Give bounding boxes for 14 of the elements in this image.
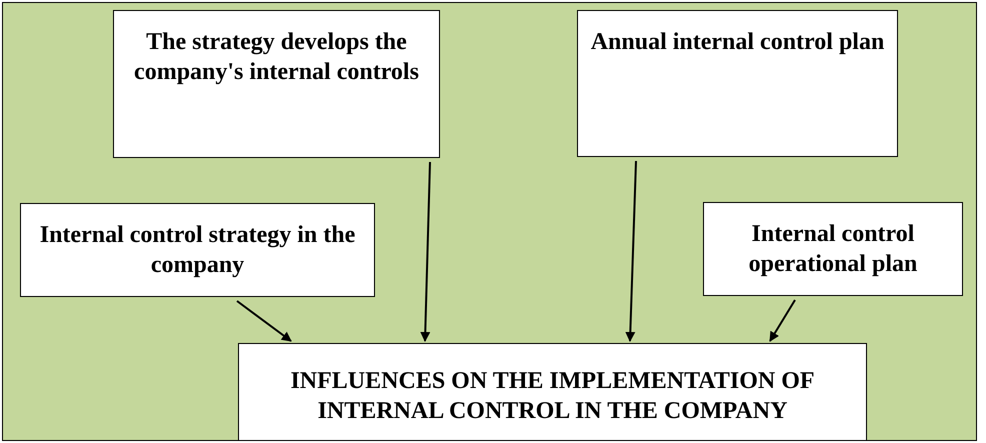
- box-label: INFLUENCES ON THE IMPLEMENTATION OF INTERNAL CONTROL IN THE COMPANY: [289, 367, 816, 426]
- arrow: [625, 160, 637, 342]
- text-box: [238, 343, 867, 441]
- box-label: Internal control strategy in the company: [38, 221, 356, 280]
- text-box: [20, 203, 375, 297]
- box-label: Annual internal control plan: [590, 28, 884, 57]
- text-box: [577, 10, 898, 157]
- box-label: The strategy develops the company's internal controls: [133, 28, 420, 87]
- arrow: [236, 300, 292, 342]
- arrow: [420, 162, 431, 342]
- text-box: [703, 202, 963, 296]
- text-box: [113, 10, 440, 158]
- arrow: [769, 299, 796, 342]
- box-label: Internal control operational plan: [748, 220, 918, 279]
